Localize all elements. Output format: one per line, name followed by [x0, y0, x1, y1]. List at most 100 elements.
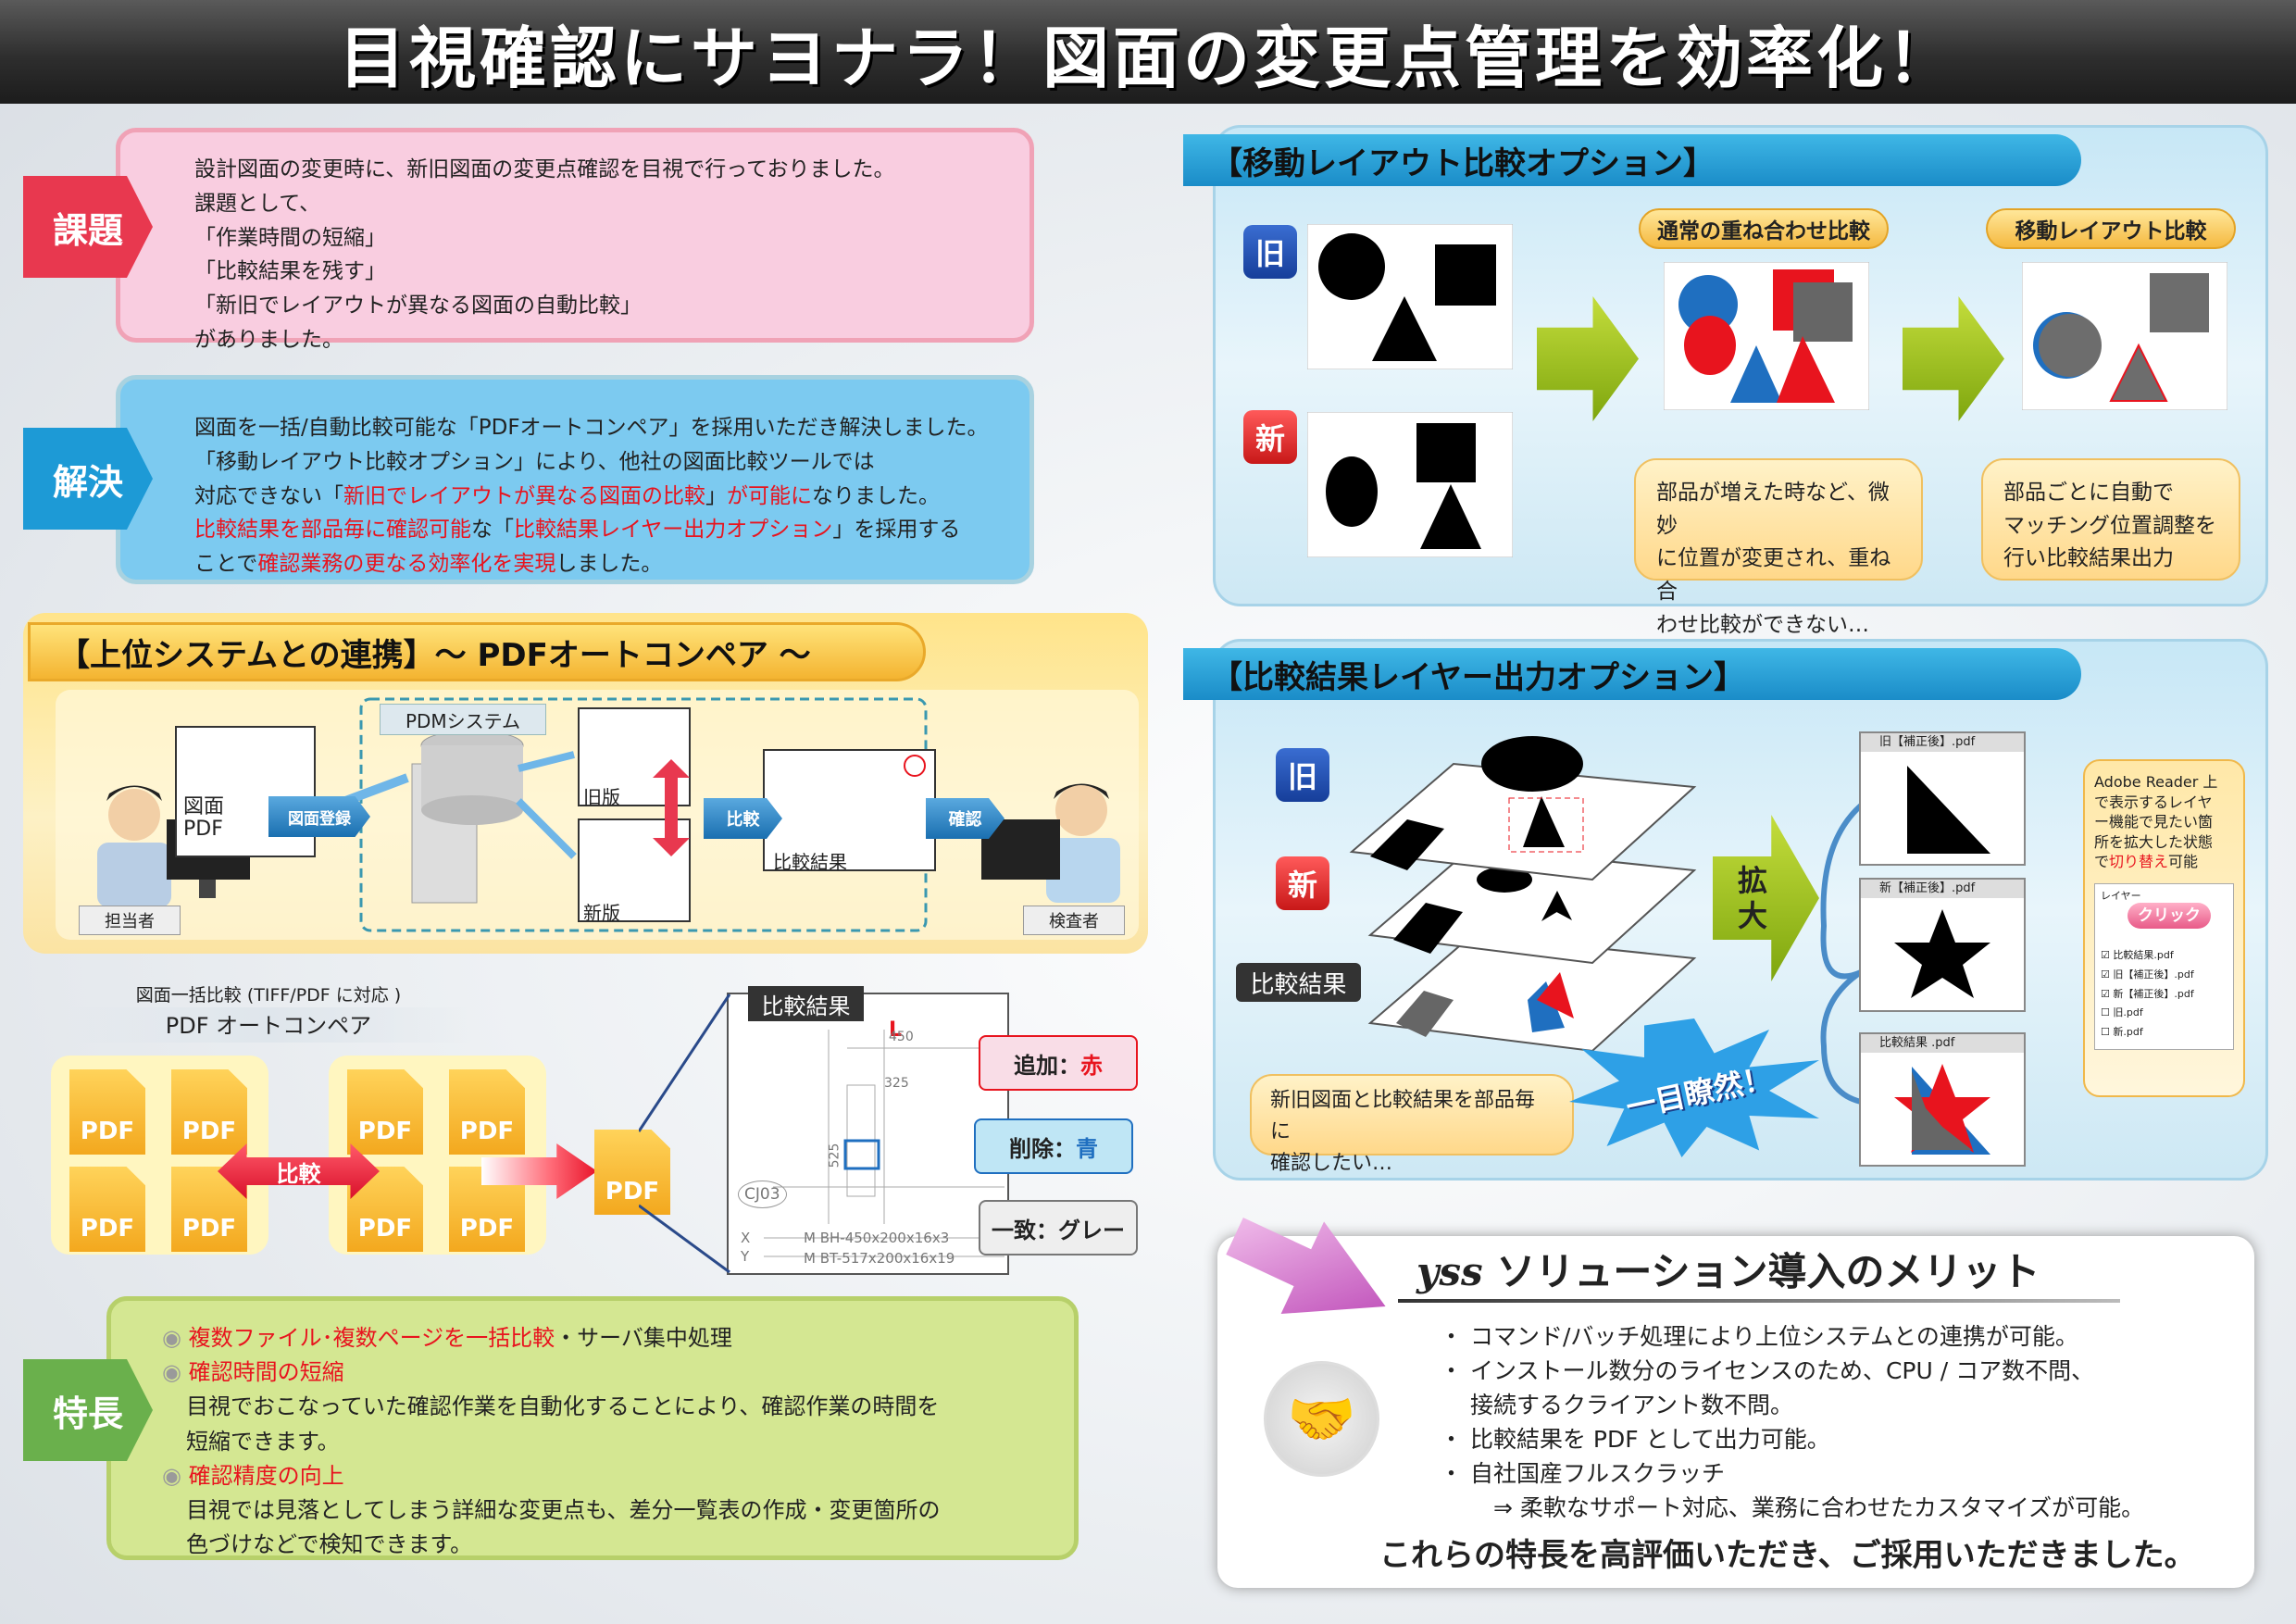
moved-layout-label: 移動レイアウト比較 — [1986, 208, 2236, 249]
text: 青 — [1076, 1135, 1098, 1162]
merit-item: ・ インストール数分のライセンスのため、CPU / コア数不問、 — [1440, 1357, 2095, 1384]
highlight-text: 比較結果を部品毎に確認可能 — [194, 518, 471, 543]
text: しました。 — [555, 552, 663, 577]
text: ・サーバ集中処理 — [555, 1325, 732, 1351]
text: 拡 — [1738, 863, 1768, 898]
triangle-shape — [1907, 766, 1990, 854]
zoom-lines — [639, 993, 731, 1274]
kyu-badge: 旧 — [1243, 225, 1297, 279]
merit-closing: これらの特長を高評価いただき、ご採用いただきました。 — [1379, 1537, 2196, 1574]
pdf-file-icon: PDF — [347, 1069, 423, 1155]
kensa-label: 検査者 — [1023, 906, 1125, 935]
text: BT-517x200x16x19 — [819, 1250, 955, 1267]
merit-bullets: ・ コマンド/バッチ処理により上位システムとの連携が可能。 ・ インストール数分… — [1440, 1319, 2144, 1525]
text: BH-450x200x16x3 — [819, 1230, 950, 1246]
window-title: 新【補正後】.pdf — [1861, 880, 2024, 898]
kadai-line: 「作業時間の短縮」 — [194, 225, 386, 250]
result-drawing — [763, 749, 936, 871]
star-shape — [1894, 909, 1990, 998]
merit-item: ・ 比較結果を PDF として出力可能。 — [1440, 1426, 1830, 1453]
highlight-text: 新旧でレイアウトが異なる図面の比較 — [343, 483, 705, 508]
match-gray-label: 一致：グレー — [979, 1200, 1138, 1255]
text: 赤 — [1080, 1052, 1103, 1079]
layer-item[interactable]: ☑ 比較結果.pdf — [2101, 948, 2174, 961]
shinpan-label: 新版 — [583, 902, 620, 924]
text: 」 — [705, 483, 727, 508]
operator-right-icon — [981, 783, 1120, 903]
text: 行い比較結果出力 — [2003, 546, 2174, 571]
tokucho-desc: 目視では見落としてしまう詳細な変更点も、差分一覧表の作成・変更箇所の — [186, 1496, 941, 1523]
text: ー機能で見たい箇 — [2094, 813, 2214, 831]
drawing-label-y: Y — [741, 1248, 750, 1265]
kadai-panel: 設計図面の変更時に、新旧図面の変更点確認を目視で行っておりました。 課題として、… — [116, 128, 1034, 352]
hikaku-double-arrow: 比較 — [218, 1143, 380, 1199]
drawing-label-450: 450 — [889, 1030, 914, 1044]
kaiketsu-line-2: 「移動レイアウト比較オプション」により、他社の図面比較ツールでは — [194, 449, 875, 474]
text: 旧.pdf — [2113, 1006, 2143, 1019]
pdf-file-icon: PDF — [69, 1069, 145, 1155]
page-title: 目視確認にサヨナラ！図面の変更点管理を効率化！ — [338, 19, 1957, 97]
layer-title: 【比較結果レイヤー出力オプション】 — [1183, 648, 2081, 700]
layer-stack — [1349, 736, 1697, 1053]
renkei-diagram — [56, 690, 1139, 940]
page-header: 目視確認にサヨナラ！図面の変更点管理を効率化！ — [0, 0, 2296, 104]
svg-text:L: L — [889, 1018, 902, 1042]
kaiketsu-line-1: 図面を一括/自動比較可能な「PDFオートコンペア」を採用いただき解決しました。 — [194, 416, 989, 440]
pdf-file-icon: PDF — [171, 1069, 247, 1155]
text: 大 — [1738, 898, 1768, 934]
text: 確認したい… — [1270, 1152, 1393, 1176]
text: M — [804, 1230, 816, 1246]
drawing-label-cj03: CJ03 — [738, 1181, 787, 1208]
add-red-label: 追加：赤 — [979, 1035, 1138, 1091]
autocompare-name: PDF オートコンペア — [65, 1007, 472, 1043]
text: 部品ごとに自動で — [2003, 481, 2174, 505]
window-title: 比較結果 .pdf — [1861, 1034, 2024, 1053]
tokucho-bullet-1: ◉ 複数ファイル･複数ページを一括比較・サーバ集中処理 — [162, 1325, 732, 1351]
layer-item[interactable]: ☑ 新【補正後】.pdf — [2101, 987, 2194, 1000]
normal-overlay-result — [1664, 262, 1869, 410]
old-corrected-window[interactable]: 旧【補正後】.pdf — [1859, 731, 2026, 866]
compare-result-window[interactable]: 比較結果 .pdf — [1859, 1032, 2026, 1167]
adobe-panel: Adobe Reader 上 で表示するレイヤ ー機能で見たい箇 所を拡大した状… — [2083, 759, 2245, 1097]
connector — [516, 798, 577, 859]
renkei-title: 【上位システムとの連携】～ PDFオートコンペア ～ — [28, 622, 926, 681]
layer-ui-title: レイヤー — [2101, 889, 2141, 902]
idou-title: 【移動レイアウト比較オプション】 — [1183, 134, 2081, 186]
brand-logo: yss — [1416, 1249, 1483, 1294]
kaiketsu-line-4: 比較結果を部品毎に確認可能な「比較結果レイヤー出力オプション」を採用する — [194, 513, 992, 547]
drawing-label-325: 325 — [884, 1076, 909, 1091]
connector — [518, 751, 575, 772]
layer-item[interactable]: ☑ 旧【補正後】.pdf — [2101, 968, 2194, 981]
layer-note: 新旧図面と比較結果を部品毎に 確認したい… — [1250, 1074, 1574, 1175]
text: 新.pdf — [2113, 1026, 2143, 1039]
layer-item[interactable]: ☐ 旧.pdf — [2101, 1006, 2143, 1019]
highlight-text: 比較結果レイヤー出力オプション — [514, 518, 833, 543]
click-button[interactable]: クリック — [2128, 902, 2211, 929]
text: 新旧図面と比較結果を部品毎に — [1270, 1089, 1536, 1144]
kadai-line: 「比較結果を残す」 — [194, 259, 386, 284]
shin-badge: 新 — [1243, 410, 1297, 464]
merit-item: ⇒ 柔軟なサポート対応、業務に合わせたカスタマイズが可能。 — [1440, 1494, 2145, 1521]
idou-note-2: 部品ごとに自動で マッチング位置調整を 行い比較結果出力 — [1981, 458, 2240, 581]
new-corrected-window[interactable]: 新【補正後】.pdf — [1859, 878, 2026, 1012]
layer-item[interactable]: ☐ 新.pdf — [2101, 1026, 2143, 1039]
pdm-label: PDMシステム — [380, 704, 546, 735]
text: わせ比較ができない… — [1656, 612, 1869, 637]
text: 所を拡大した状態 — [2094, 832, 2214, 851]
highlight-text: 確認業務の更なる効率化を実現 — [257, 552, 556, 577]
new-layout-shapes — [1307, 412, 1513, 557]
tokucho-bullet-2: ◉ 確認時間の短縮 — [162, 1359, 344, 1386]
kakudai-label: 拡 大 — [1738, 863, 1767, 934]
text: M — [804, 1250, 816, 1267]
compare-result-drawing: L — [727, 993, 1009, 1275]
text: なりました。 — [812, 483, 940, 508]
text: で表示するレイヤ — [2094, 793, 2213, 811]
text: 確認精度の向上 — [188, 1462, 344, 1489]
text: 可能 — [2168, 853, 2199, 871]
kadai-line: 「新旧でレイアウトが異なる図面の自動比較」 — [194, 294, 642, 319]
merit-item: ・ 自社国産フルスクラッチ — [1440, 1460, 1725, 1487]
text: 図面 — [183, 795, 225, 818]
merit-underline — [1398, 1299, 2120, 1303]
kadai-line: がありました。 — [194, 327, 343, 352]
pdf-file-icon: PDF — [449, 1069, 525, 1155]
